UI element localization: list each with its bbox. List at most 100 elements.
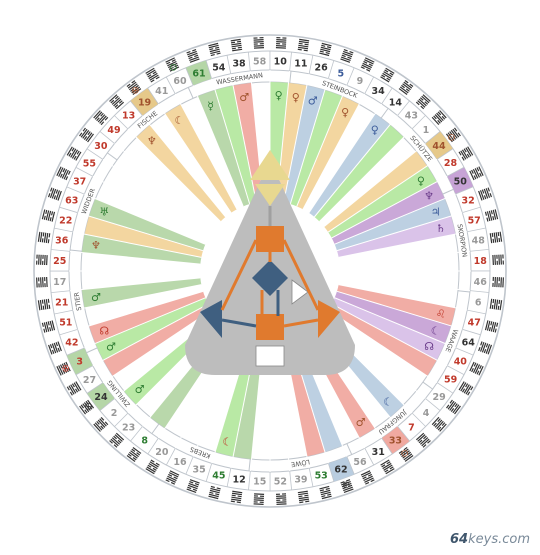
hexagram-line — [149, 461, 159, 468]
hexagram-line — [497, 231, 500, 237]
hexagram-line — [93, 110, 101, 119]
hexagram-line — [418, 439, 423, 444]
hexagram-line — [236, 40, 242, 43]
hexagram-line — [275, 45, 287, 47]
hexagram-line — [384, 469, 389, 473]
hexagram-line — [434, 114, 443, 123]
planet-symbol-layer: ♀♀♂♀♀♀♆♃♄♌☾☊☾♂☾♂♂☊♂♆♅♆☾☿♂⊙⊙⊕⊕⊕⊕⊙ — [62, 63, 456, 491]
gate-sector — [308, 113, 390, 217]
hexagram-line — [472, 363, 479, 373]
hexagram-line — [168, 472, 179, 478]
hexagram-line — [453, 127, 458, 132]
hexagram-line — [381, 464, 386, 468]
sector-divider — [192, 85, 244, 207]
hexagram-line — [492, 298, 495, 304]
hexagram-line — [168, 67, 173, 70]
hexagram-line — [389, 72, 394, 76]
hexagram-line — [208, 42, 219, 47]
hexagram-line — [401, 84, 405, 89]
hexagram-line — [276, 503, 287, 505]
hexagram-line — [473, 362, 477, 367]
hexagram-line — [51, 320, 56, 331]
hexagram-line — [62, 369, 66, 374]
hexagram-line — [366, 68, 371, 72]
gate-divider — [328, 463, 335, 482]
hexagram-icon — [145, 67, 160, 83]
hexagram-line — [441, 422, 446, 427]
hexagram-line — [457, 132, 461, 137]
hexagram-line — [62, 168, 66, 173]
hexagram-line — [490, 321, 493, 326]
hexagram-line — [47, 239, 50, 244]
hexagram-icon — [37, 231, 51, 244]
hexagram-line — [496, 260, 498, 265]
hexagram-line — [126, 83, 131, 88]
planet-symbol-icon: ♀ — [292, 91, 300, 104]
hexagram-icon — [319, 485, 332, 500]
hexagram-line — [325, 52, 330, 55]
hexagram-line — [405, 88, 410, 92]
hexagram-line — [436, 420, 444, 430]
hexagram-line — [51, 211, 56, 222]
hexagram-icon — [253, 37, 265, 49]
hexagram-line — [259, 37, 264, 39]
hexagram-line — [51, 349, 55, 354]
hexagram-line — [384, 69, 389, 73]
hexagram-line — [364, 477, 374, 483]
gate-divider — [130, 100, 143, 116]
brand-watermark[interactable]: 64keys.com — [450, 532, 530, 547]
sector-divider — [336, 290, 463, 330]
hexagram-line — [320, 46, 331, 51]
gate-divider — [75, 365, 93, 376]
sector-divider — [296, 85, 348, 207]
hexagram-line — [80, 128, 88, 138]
sector-divider — [77, 212, 204, 252]
planet-symbol-icon: ♂ — [239, 91, 249, 104]
hexagram-line — [469, 170, 475, 181]
hexagram-line — [75, 381, 82, 391]
hexagram-line — [364, 57, 375, 63]
sector-divider — [323, 143, 426, 227]
hexagram-line — [500, 277, 502, 288]
hexagram-line — [187, 52, 198, 58]
hexagram-line — [253, 47, 265, 49]
gate-number: 57 — [468, 215, 481, 226]
hexagram-line — [450, 129, 458, 139]
hexagram-line — [484, 211, 488, 216]
hexagram-line — [275, 47, 286, 49]
gate-divider — [411, 115, 426, 130]
hexagram-line — [71, 383, 75, 388]
hexagram-line — [68, 152, 72, 157]
gate-number: 19 — [138, 97, 151, 108]
hexagram-line — [152, 71, 157, 75]
hexagram-line — [253, 41, 264, 43]
gate-number: 51 — [59, 318, 72, 329]
gate-number: 11 — [294, 58, 307, 69]
hexagram-line — [253, 497, 264, 499]
hexagram-line — [497, 305, 500, 310]
hexagram-line — [253, 499, 264, 501]
hexagram-line — [409, 83, 414, 87]
hexagram-line — [117, 439, 122, 444]
hexagram-line — [437, 418, 441, 422]
gate-divider — [54, 309, 73, 315]
hexagram-line — [449, 399, 453, 404]
hexagram-line — [187, 486, 192, 490]
bodygraph-channel — [221, 318, 257, 328]
gate-sector — [334, 198, 451, 251]
hexagram-line — [319, 485, 330, 490]
hexagram-line — [460, 150, 467, 160]
gate-divider — [467, 309, 486, 315]
hexagram-line — [499, 300, 503, 311]
hexagram-line — [342, 52, 353, 58]
hexagram-line — [282, 499, 287, 501]
sector-divider — [102, 158, 213, 233]
hexagram-line — [415, 432, 425, 441]
gate-number: 50 — [454, 176, 468, 187]
hexagram-line — [43, 215, 46, 220]
hexagram-line — [132, 457, 137, 461]
hexagram-line — [194, 483, 200, 486]
hexagram-line — [113, 435, 117, 440]
gate-number: 2 — [111, 408, 118, 419]
hexagram-line — [192, 49, 197, 52]
